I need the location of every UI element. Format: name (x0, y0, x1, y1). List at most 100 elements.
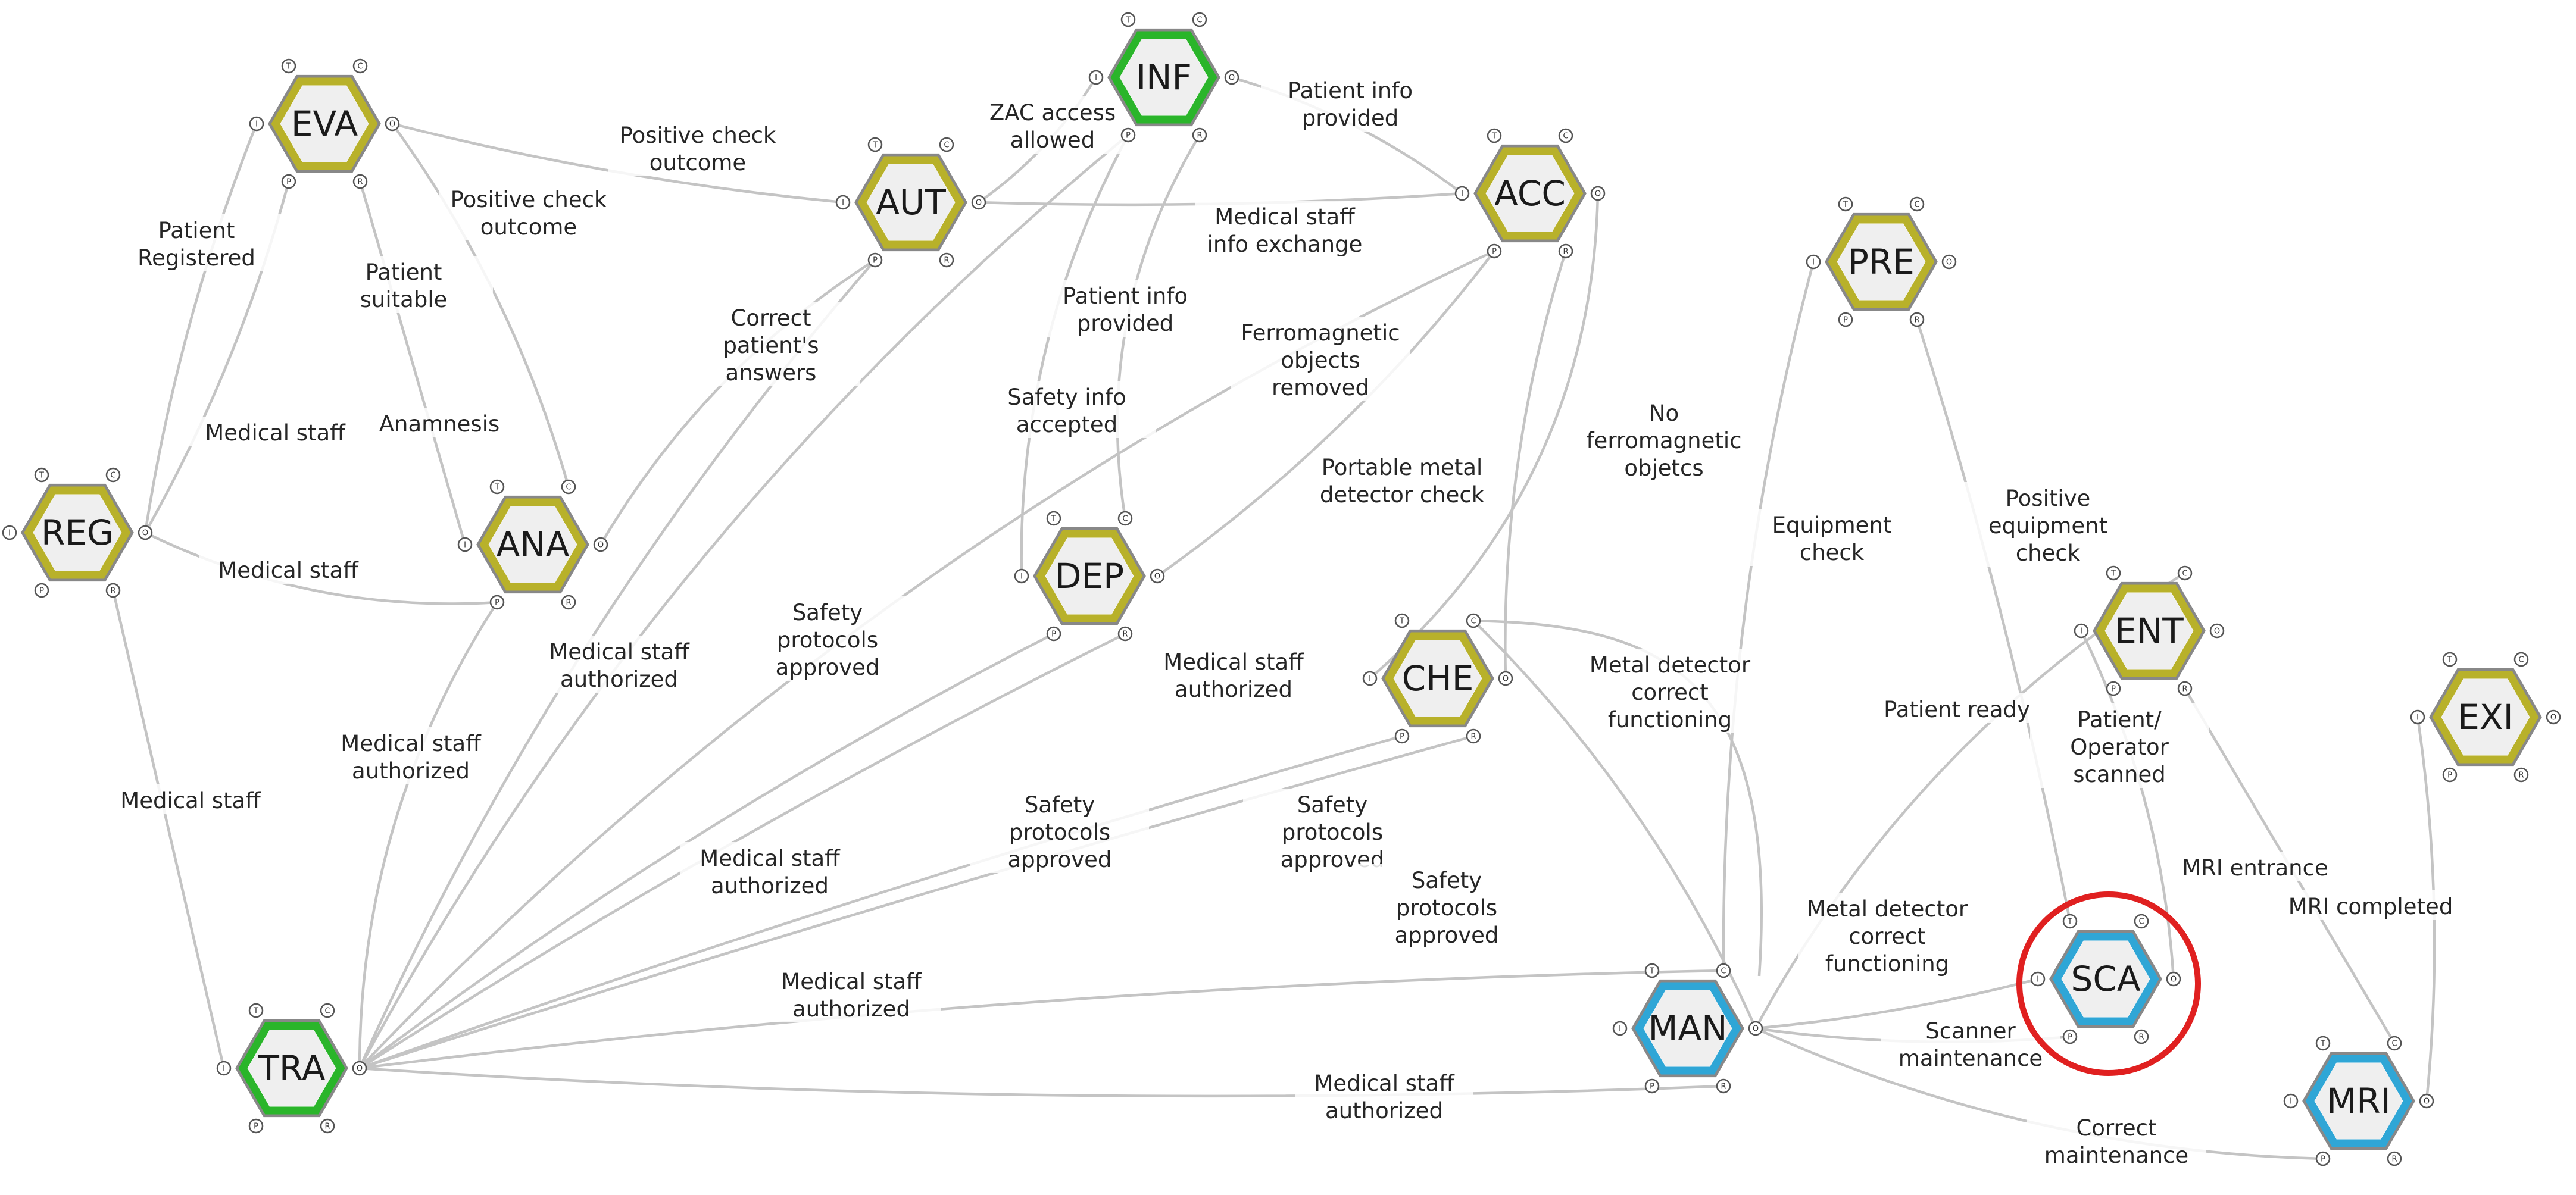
port-r[interactable] (1192, 127, 1207, 143)
port-o[interactable] (2419, 1093, 2434, 1109)
port-t[interactable] (2106, 565, 2121, 581)
port-r[interactable] (2513, 767, 2529, 783)
port-o[interactable] (385, 116, 400, 132)
port-p[interactable] (489, 595, 505, 610)
port-c[interactable] (1192, 12, 1207, 27)
port-i[interactable] (1454, 186, 1470, 201)
port-r[interactable] (352, 174, 368, 189)
port-o[interactable] (1150, 568, 1165, 584)
port-p[interactable] (2106, 681, 2121, 696)
port-p[interactable] (1394, 728, 1410, 744)
port-r[interactable] (939, 252, 954, 268)
port-i[interactable] (2410, 709, 2425, 725)
port-c[interactable] (2387, 1036, 2402, 1051)
port-p[interactable] (1046, 626, 1061, 642)
port-i[interactable] (2074, 623, 2089, 639)
port-p[interactable] (2315, 1151, 2331, 1166)
port-i[interactable] (1612, 1021, 1628, 1036)
port-r[interactable] (1117, 626, 1133, 642)
port-t[interactable] (1838, 196, 1853, 212)
port-o[interactable] (1498, 671, 1513, 686)
port-t[interactable] (281, 58, 296, 74)
port-t[interactable] (1120, 12, 1136, 27)
port-p[interactable] (867, 252, 883, 268)
port-i[interactable] (2030, 971, 2046, 987)
port-t[interactable] (1394, 613, 1410, 628)
port-p[interactable] (2442, 767, 2458, 783)
port-r[interactable] (2387, 1151, 2402, 1166)
port-r[interactable] (1466, 728, 1481, 744)
port-i[interactable] (1088, 70, 1104, 85)
port-o[interactable] (593, 537, 608, 552)
port-i[interactable] (835, 195, 851, 210)
port-i[interactable] (1014, 568, 1029, 584)
port-c[interactable] (939, 137, 954, 152)
port-c[interactable] (1117, 511, 1133, 526)
port-o[interactable] (1748, 1021, 1763, 1036)
port-r[interactable] (105, 583, 121, 598)
port-p[interactable] (34, 583, 49, 598)
port-o[interactable] (1941, 254, 1957, 270)
port-i[interactable] (457, 537, 473, 552)
port-i[interactable] (216, 1061, 232, 1076)
port-r[interactable] (2177, 681, 2193, 696)
port-r[interactable] (1558, 243, 1573, 259)
port-i[interactable] (2, 525, 17, 540)
port-i[interactable] (2283, 1093, 2299, 1109)
port-o[interactable] (1590, 186, 1606, 201)
port-t[interactable] (34, 467, 49, 483)
port-t[interactable] (1487, 128, 1502, 143)
port-t[interactable] (2442, 652, 2458, 667)
port-p[interactable] (248, 1118, 264, 1134)
port-o[interactable] (2209, 623, 2225, 639)
port-o[interactable] (352, 1061, 367, 1076)
port-o[interactable] (2546, 709, 2561, 725)
port-t[interactable] (867, 137, 883, 152)
port-c[interactable] (2134, 914, 2149, 929)
port-p[interactable] (2062, 1029, 2078, 1044)
port-o[interactable] (138, 525, 153, 540)
port-t[interactable] (2062, 914, 2078, 929)
port-c[interactable] (1716, 963, 1731, 978)
port-t[interactable] (1046, 511, 1061, 526)
port-i[interactable] (249, 116, 264, 132)
port-o[interactable] (2166, 971, 2181, 987)
port-o[interactable] (1224, 70, 1239, 85)
port-r[interactable] (561, 595, 576, 610)
port-i[interactable] (1806, 254, 1821, 270)
port-t[interactable] (489, 479, 505, 495)
port-p[interactable] (1120, 127, 1136, 143)
port-p[interactable] (1644, 1078, 1660, 1094)
port-p[interactable] (1838, 312, 1853, 327)
port-r[interactable] (1909, 312, 1925, 327)
port-c[interactable] (2513, 652, 2529, 667)
port-p[interactable] (1487, 243, 1502, 259)
port-t[interactable] (248, 1003, 264, 1018)
port-c[interactable] (561, 479, 576, 495)
port-r[interactable] (320, 1118, 335, 1134)
port-c[interactable] (1909, 196, 1925, 212)
port-c[interactable] (1558, 128, 1573, 143)
port-c[interactable] (1466, 613, 1481, 628)
port-p[interactable] (281, 174, 296, 189)
port-c[interactable] (105, 467, 121, 483)
port-t[interactable] (2315, 1036, 2331, 1051)
port-o[interactable] (971, 195, 986, 210)
port-r[interactable] (2134, 1029, 2149, 1044)
port-c[interactable] (352, 58, 368, 74)
